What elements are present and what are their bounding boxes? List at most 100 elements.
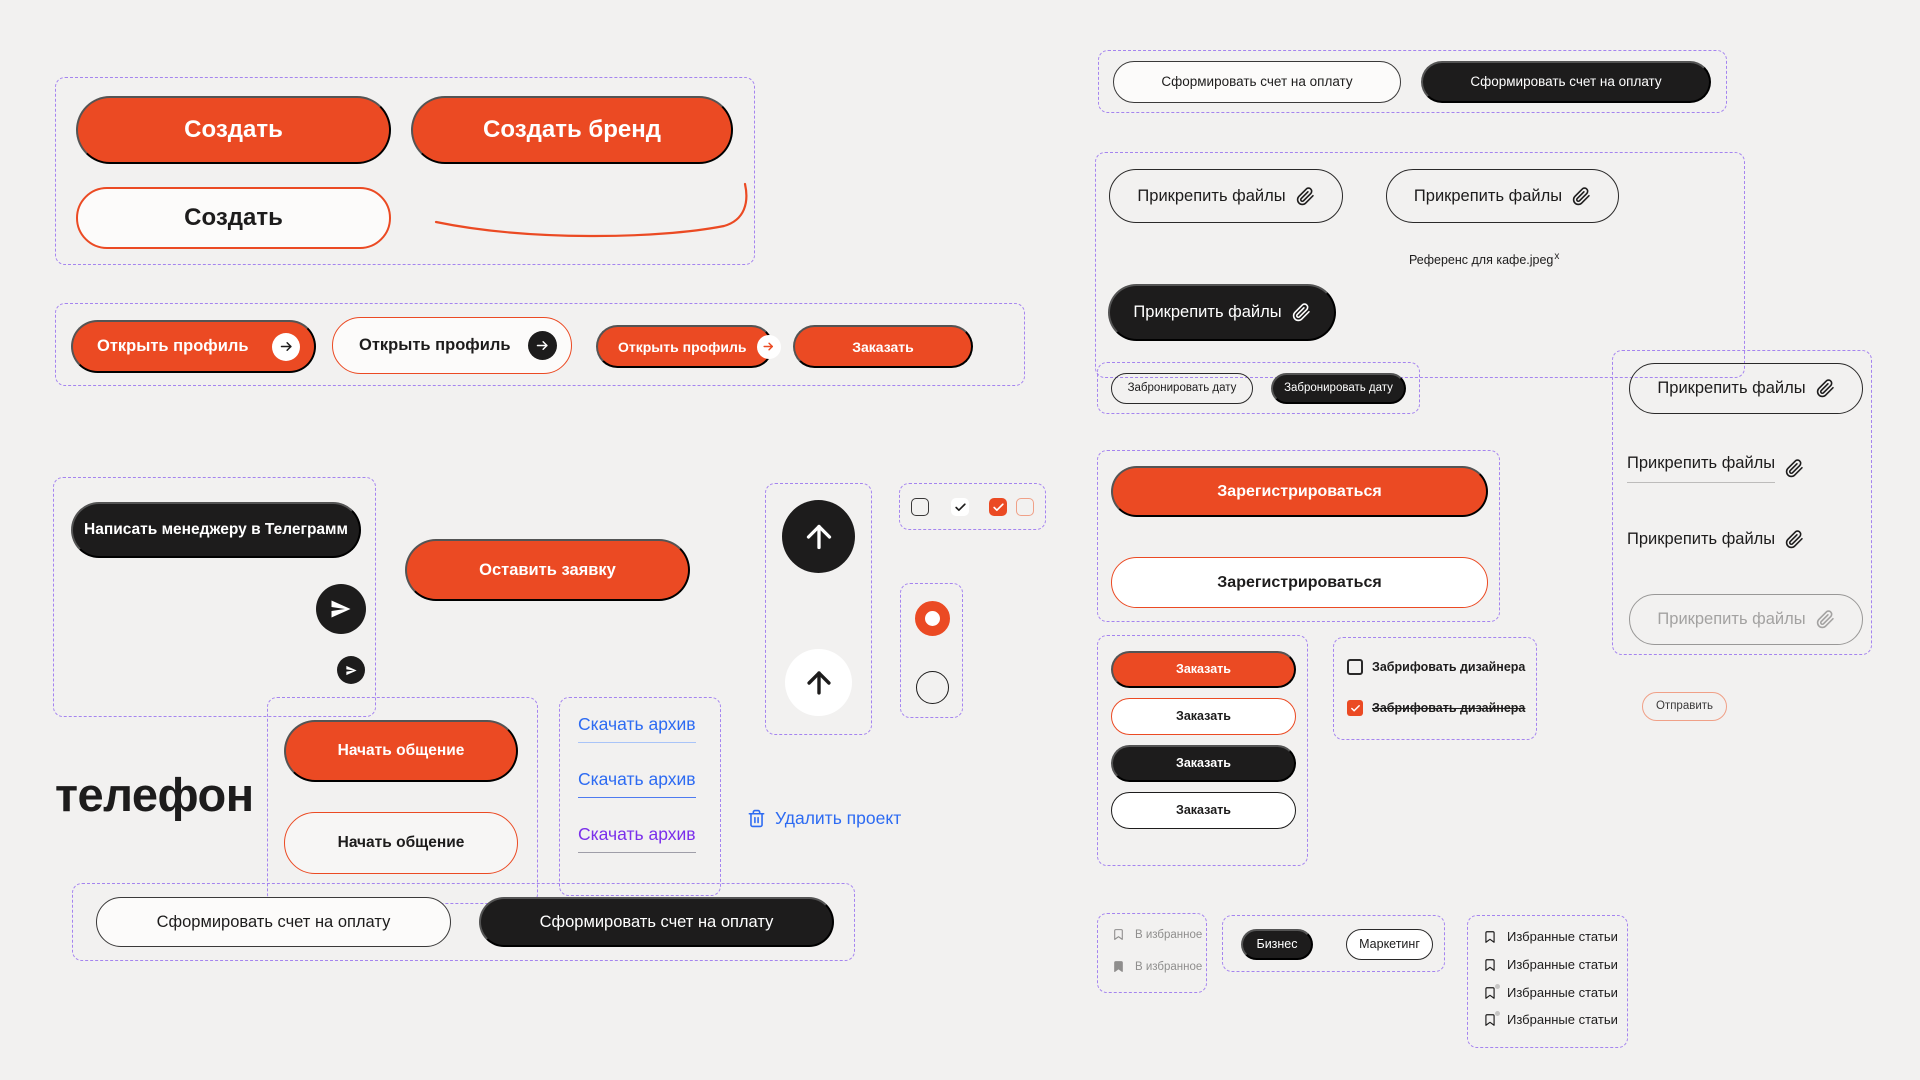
article-label: Избранные статьи xyxy=(1507,985,1618,1000)
attach-states-group-frame: Прикрепить файлы Прикрепить файлы Прикре… xyxy=(1612,350,1872,655)
register-group-frame: Зарегистрироваться Зарегистрироваться xyxy=(1097,450,1500,622)
paperclip-icon xyxy=(1785,530,1803,549)
attach-files-label: Прикрепить файлы xyxy=(1627,454,1776,483)
create-group-frame: Создать Создать бренд Создать xyxy=(55,77,755,265)
badge-dot xyxy=(1495,1010,1500,1016)
checkbox-unchecked-salmon[interactable] xyxy=(1016,498,1034,516)
register-button-outline[interactable]: Зарегистрироваться xyxy=(1111,557,1488,608)
download-archive-link-visited[interactable]: Скачать архив xyxy=(578,824,696,853)
brief-checkbox-row-unchecked[interactable]: Забрифовать дизайнера xyxy=(1347,659,1525,675)
book-date-button-outline[interactable]: Забронировать дату xyxy=(1111,373,1253,404)
logo-telefon: телефон xyxy=(55,768,254,821)
delete-project-label: Удалить проект xyxy=(775,808,902,828)
telegram-icon-small[interactable] xyxy=(337,656,365,684)
generate-invoice-button-solid[interactable]: Сформировать счет на оплату xyxy=(1421,61,1711,103)
start-chat-button-outline[interactable]: Начать общение xyxy=(284,812,518,874)
article-label: Избранные статьи xyxy=(1507,957,1618,972)
remove-file-icon[interactable]: x xyxy=(1554,251,1560,262)
register-button-solid[interactable]: Зарегистрироваться xyxy=(1111,466,1488,517)
radio-selected[interactable] xyxy=(915,601,950,636)
tag-business[interactable]: Бизнес xyxy=(1241,929,1313,960)
delete-project-action[interactable]: Удалить проект xyxy=(747,808,901,829)
brief-label-strikethrough: Забрифовать дизайнера xyxy=(1372,701,1526,715)
trash-icon xyxy=(748,809,765,828)
create-button-secondary[interactable]: Создать xyxy=(76,187,391,249)
arrow-right-icon xyxy=(272,332,300,361)
order-button-orange[interactable]: Заказать xyxy=(1111,651,1296,688)
telegram-icon[interactable] xyxy=(316,584,366,634)
open-profile-button-small[interactable]: Открыть профиль xyxy=(596,325,781,368)
invoice-group-bottom-frame: Сформировать счет на оплату Сформировать… xyxy=(72,883,855,961)
attach-files-label: Прикрепить файлы xyxy=(1657,379,1806,398)
start-chat-button-solid[interactable]: Начать общение xyxy=(284,720,518,782)
download-archive-link[interactable]: Скачать архив xyxy=(578,714,696,743)
favorite-articles-item[interactable]: Избранные статьи xyxy=(1483,929,1618,944)
attach-files-label: Прикрепить файлы xyxy=(1413,186,1563,205)
telegram-group-frame: Написать менеджеру в Телеграмм xyxy=(53,477,376,717)
leave-request-button[interactable]: Оставить заявку xyxy=(405,539,690,601)
checkbox-states-frame xyxy=(899,483,1046,530)
paperclip-icon xyxy=(1292,303,1310,322)
sticker-outline-doodle xyxy=(434,182,748,238)
articles-group-frame: Избранные статьи Избранные статьи Избран… xyxy=(1467,915,1628,1048)
checkbox-unchecked[interactable] xyxy=(1347,659,1363,675)
tags-group-frame: Бизнес Маркетинг xyxy=(1222,915,1445,972)
favorite-articles-item[interactable]: Избранные статьи xyxy=(1483,983,1618,1000)
radio-unselected[interactable] xyxy=(916,671,949,704)
paperclip-icon xyxy=(1785,459,1803,478)
attach-files-label: Прикрепить файлы xyxy=(1627,530,1776,548)
chat-group-frame: Начать общение Начать общение xyxy=(267,697,538,904)
paperclip-icon xyxy=(1816,379,1834,398)
attach-files-text-underlined[interactable]: Прикрепить файлы xyxy=(1627,454,1804,483)
download-archive-link-hover[interactable]: Скачать архив xyxy=(578,769,696,798)
generate-invoice-button-outline[interactable]: Сформировать счет на оплату xyxy=(1113,61,1401,103)
attach-files-button-outline[interactable]: Прикрепить файлы xyxy=(1109,169,1343,223)
arrow-up-icon[interactable] xyxy=(785,649,852,716)
favorite-row-filled[interactable]: В избранное xyxy=(1112,960,1202,973)
attached-file-name: Референс для кафе.jpeg xyxy=(1409,253,1554,268)
arrow-right-icon xyxy=(528,331,557,360)
attach-files-button-solid[interactable]: Прикрепить файлы xyxy=(1108,284,1336,341)
arrow-right-icon xyxy=(756,334,781,359)
brief-checkbox-row-checked[interactable]: Забрифовать дизайнера xyxy=(1347,700,1525,716)
send-button[interactable]: Отправить xyxy=(1642,692,1727,721)
checkbox-unchecked[interactable] xyxy=(911,498,929,516)
open-profile-button-solid[interactable]: Открыть профиль xyxy=(71,320,316,373)
checkbox-checked-white[interactable] xyxy=(951,498,969,516)
open-profile-button-outline[interactable]: Открыть профиль xyxy=(332,317,572,374)
badge-dot xyxy=(1495,983,1500,989)
generate-invoice-button-outline[interactable]: Сформировать счет на оплату xyxy=(96,897,451,947)
invoice-group-top-frame: Сформировать счет на оплату Сформировать… xyxy=(1098,50,1727,113)
bookmark-icon xyxy=(1114,929,1123,940)
attach-files-group-frame: Прикрепить файлы Прикрепить файлы Рефере… xyxy=(1095,152,1745,378)
bookmark-icon xyxy=(1483,930,1497,944)
open-profile-group-frame: Открыть профиль Открыть профиль Открыть … xyxy=(55,303,1025,386)
create-button-primary[interactable]: Создать xyxy=(76,96,391,164)
tag-marketing[interactable]: Маркетинг xyxy=(1346,929,1433,960)
order-button-black[interactable]: Заказать xyxy=(1111,745,1296,782)
brief-label: Забрифовать дизайнера xyxy=(1372,660,1526,674)
open-profile-label: Открыть профиль xyxy=(97,337,249,356)
attach-files-button-outline[interactable]: Прикрепить файлы xyxy=(1386,169,1619,223)
arrow-up-icon[interactable] xyxy=(782,500,855,573)
attach-files-button-outline[interactable]: Прикрепить файлы xyxy=(1629,363,1863,414)
checkbox-checked-orange[interactable] xyxy=(989,498,1007,516)
book-date-button-solid[interactable]: Забронировать дату xyxy=(1271,373,1406,404)
attach-files-label: Прикрепить файлы xyxy=(1657,610,1806,629)
favorite-articles-item[interactable]: Избранные статьи xyxy=(1483,957,1618,972)
order-button-outline-black[interactable]: Заказать xyxy=(1111,792,1296,829)
arrow-buttons-frame xyxy=(765,483,872,735)
article-label: Избранные статьи xyxy=(1507,1012,1618,1027)
order-button-outline-orange[interactable]: Заказать xyxy=(1111,698,1296,735)
favorite-articles-item[interactable]: Избранные статьи xyxy=(1483,1010,1618,1027)
create-brand-sticker-button[interactable]: Создать бренд xyxy=(411,96,733,164)
attach-files-label: Прикрепить файлы xyxy=(1133,303,1282,322)
generate-invoice-button-solid[interactable]: Сформировать счет на оплату xyxy=(479,897,834,947)
attach-files-text-plain[interactable]: Прикрепить файлы xyxy=(1627,530,1804,549)
favorite-row-outline[interactable]: В избранное xyxy=(1112,928,1202,941)
telegram-manager-button[interactable]: Написать менеджеру в Телеграмм xyxy=(71,502,361,558)
article-label: Избранные статьи xyxy=(1507,929,1618,944)
order-button-wide[interactable]: Заказать xyxy=(793,325,973,368)
attach-files-button-disabled: Прикрепить файлы xyxy=(1629,594,1863,645)
checkbox-checked[interactable] xyxy=(1347,700,1363,716)
